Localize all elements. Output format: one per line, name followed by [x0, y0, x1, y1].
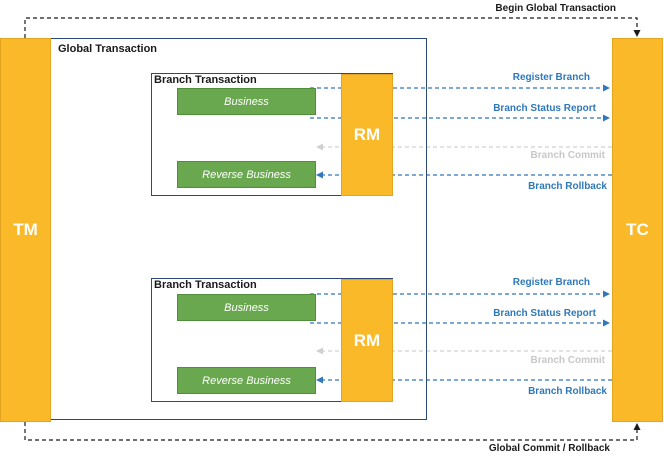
business-box-1: Business	[177, 88, 316, 115]
branch-transaction-label-1: Branch Transaction	[154, 74, 257, 86]
rm-label-1: RM	[353, 125, 381, 144]
business-box-2: Business	[177, 294, 316, 321]
rm-block-2: RM	[341, 279, 393, 402]
global-commit-rollback-arrow	[24, 422, 641, 441]
reverse-business-box-2: Reverse Business	[177, 367, 316, 394]
branch-transaction-label-2: Branch Transaction	[154, 279, 257, 291]
begin-global-transaction-arrow	[24, 17, 641, 38]
tc-label: TC	[626, 220, 649, 239]
branch-status-report-label-1: Branch Status Report	[493, 103, 596, 114]
branch-rollback-label-1: Branch Rollback	[528, 181, 607, 192]
rm-label-2: RM	[353, 330, 381, 350]
tm-label: TM	[13, 220, 38, 239]
register-branch-label-1: Register Branch	[512, 72, 590, 83]
reverse-business-label-2: Reverse Business	[202, 374, 291, 387]
branch-status-report-label-2: Branch Status Report	[493, 308, 596, 319]
business-label-2: Business	[224, 301, 269, 314]
branch-commit-label-2: Branch Commit	[530, 355, 605, 366]
branch-commit-label-1: Branch Commit	[530, 150, 605, 161]
begin-global-transaction-label: Begin Global Transaction	[495, 3, 616, 14]
global-transaction-label: Global Transaction	[58, 43, 158, 55]
reverse-business-label-1: Reverse Business	[202, 168, 291, 181]
tc-block: TC	[612, 38, 663, 422]
global-commit-rollback-label: Global Commit / Rollback	[488, 443, 610, 454]
rm-block-1: RM	[341, 74, 393, 196]
business-label-1: Business	[224, 95, 269, 108]
reverse-business-box-1: Reverse Business	[177, 161, 316, 188]
tm-block: TM	[0, 38, 51, 422]
branch-rollback-label-2: Branch Rollback	[528, 386, 607, 397]
register-branch-label-2: Register Branch	[512, 277, 590, 288]
